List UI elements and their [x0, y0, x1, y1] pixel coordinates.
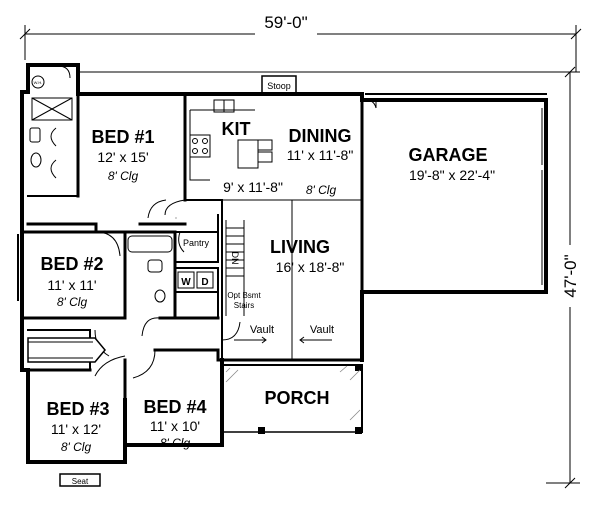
living-name: LIVING	[270, 237, 330, 257]
garage-name: GARAGE	[408, 145, 487, 165]
bed2-ceiling: 8' Clg	[57, 295, 88, 309]
dining-name: DINING	[289, 126, 352, 146]
bath2-fixtures	[127, 235, 173, 337]
bath1-fixtures	[29, 97, 73, 179]
stoop-label: Stoop	[267, 81, 291, 91]
kit-name: KIT	[222, 119, 251, 139]
water-heater: W.H.	[31, 65, 71, 89]
dn-label: DN	[230, 252, 240, 265]
bed3-ceiling: 8' Clg	[61, 440, 92, 454]
garage-size: 19'-8" x 22'-4"	[409, 167, 495, 183]
garage-door-marks	[365, 99, 543, 285]
dining-size: 11' x 11'-8"	[287, 147, 354, 163]
vault-left-label: Vault	[250, 324, 274, 336]
laundry: W D	[177, 271, 214, 289]
bed2-size: 11' x 11'	[47, 277, 96, 293]
bed1-name: BED #1	[91, 127, 154, 147]
bed3-name: BED #3	[46, 399, 109, 419]
stairs-label-line2: Stairs	[234, 301, 254, 310]
width-dimension: 59'-0"	[19, 12, 582, 44]
vault-markers: Vault Vault	[234, 324, 334, 344]
wh-label: W.H.	[34, 80, 43, 85]
bed3-size: 11' x 12'	[51, 421, 101, 437]
room-bed4: BED #4 11' x 10' 8' Clg	[143, 397, 206, 450]
bed1-ceiling: 8' Clg	[108, 169, 139, 183]
window-seat: Seat	[59, 473, 101, 487]
pantry: Pantry	[178, 231, 210, 253]
washer-label: W	[181, 277, 191, 288]
kit-size: 9' x 11'-8"	[223, 179, 283, 195]
total-depth-label: 47'-0"	[561, 254, 580, 297]
room-porch: PORCH	[264, 388, 329, 408]
kitchen-fixtures	[164, 99, 273, 219]
room-bed2: BED #2 11' x 11' 8' Clg	[40, 254, 103, 309]
stairs-label-line1: Opt Bsmt	[227, 291, 261, 300]
living-size: 16' x 18'-8"	[276, 259, 345, 275]
bed4-ceiling: 8' Clg	[160, 436, 191, 450]
seat-label: Seat	[72, 477, 89, 486]
dryer-label: D	[201, 277, 208, 288]
depth-dimension: 47'-0"	[556, 66, 584, 489]
room-dining: DINING 11' x 11'-8" 8' Clg	[287, 126, 354, 197]
bed4-name: BED #4	[143, 397, 206, 417]
room-garage: GARAGE 19'-8" x 22'-4"	[408, 145, 495, 183]
room-living: LIVING 16' x 18'-8"	[270, 237, 344, 275]
bed2-name: BED #2	[40, 254, 103, 274]
porch	[221, 364, 363, 434]
total-width-label: 59'-0"	[264, 13, 307, 32]
basement-stairs: DN Opt Bsmt Stairs	[225, 220, 261, 316]
room-bed3: BED #3 11' x 12' 8' Clg	[46, 399, 109, 454]
room-kit: KIT 9' x 11'-8"	[222, 119, 283, 195]
stoop: Stoop	[261, 75, 297, 95]
bed3-closet	[27, 337, 106, 363]
room-bed1: BED #1 12' x 15' 8' Clg	[91, 127, 154, 183]
porch-name: PORCH	[264, 388, 329, 408]
bed4-size: 11' x 10'	[150, 418, 200, 434]
vault-right-label: Vault	[310, 324, 334, 336]
bed1-size: 12' x 15'	[97, 149, 148, 165]
dining-ceiling: 8' Clg	[306, 183, 337, 197]
pantry-label: Pantry	[183, 238, 210, 248]
